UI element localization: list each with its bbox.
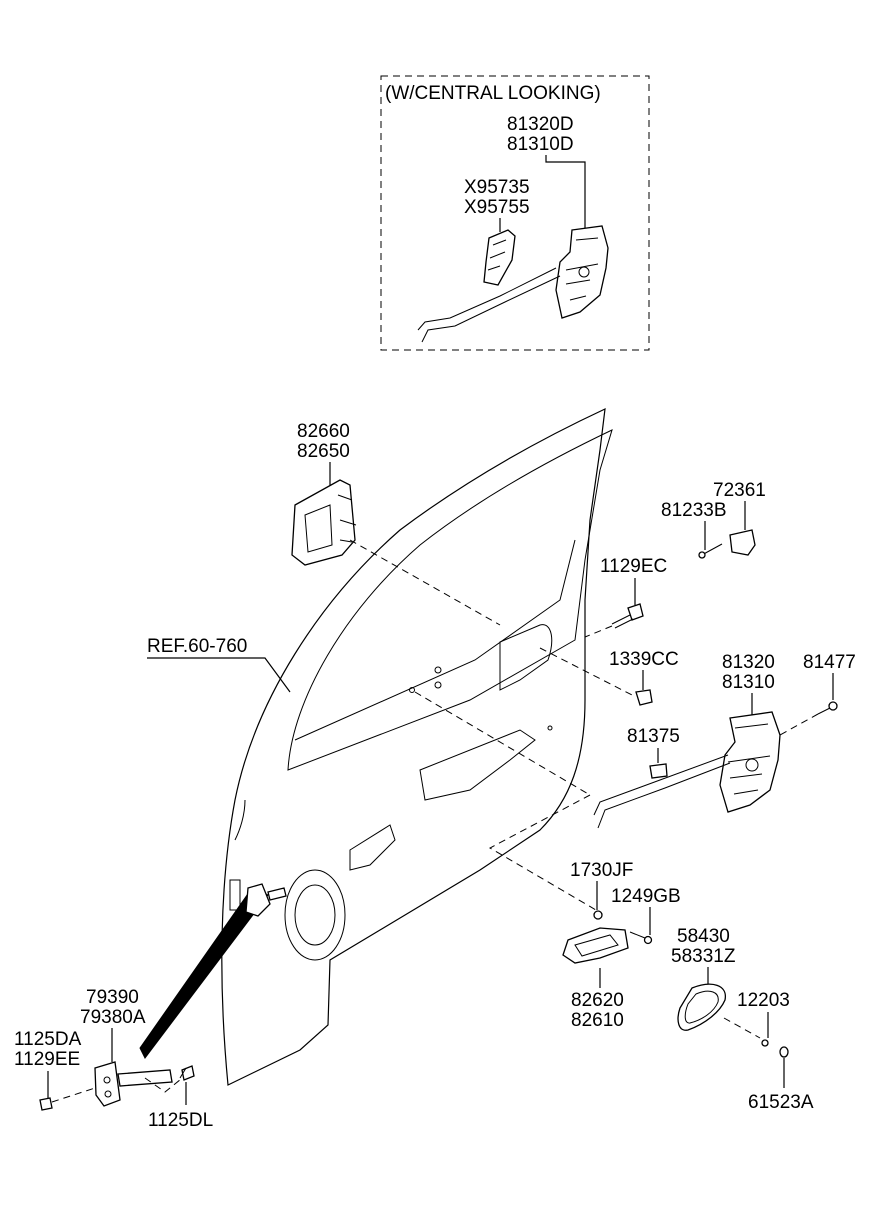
label-82610[interactable]: 82610: [571, 1010, 624, 1031]
label-81310[interactable]: 81310: [722, 672, 775, 693]
inside-handle-part: [291, 479, 357, 566]
dash-1129EC: [584, 625, 613, 638]
label-81375[interactable]: 81375: [627, 726, 680, 747]
dash-handle-1: [414, 691, 591, 796]
actuator-inset-part: [483, 229, 516, 286]
clip-81375-part: [649, 763, 668, 779]
label-1249GB[interactable]: 1249GB: [611, 886, 681, 907]
clip-1339CC-part: [635, 689, 653, 706]
outside-handle-part: [562, 927, 629, 964]
dash-82650: [349, 539, 501, 626]
latch-inset-part: [555, 225, 609, 319]
label-X95755[interactable]: X95755: [464, 197, 530, 218]
bezel-part: [677, 983, 726, 1031]
label-1339CC[interactable]: 1339CC: [609, 649, 679, 670]
label-61523A[interactable]: 61523A: [748, 1092, 814, 1113]
checker-bracket-part: [245, 883, 287, 917]
label-79380A[interactable]: 79380A: [80, 1007, 146, 1028]
rod-inset-1: [417, 267, 557, 331]
screw-81477-part: [817, 701, 838, 715]
label-12203[interactable]: 12203: [737, 990, 790, 1011]
inset-box: [380, 75, 650, 351]
dash-81477: [779, 713, 819, 736]
striker-part: [698, 529, 756, 559]
label-81477[interactable]: 81477: [803, 652, 856, 673]
label-1125DL[interactable]: 1125DL: [148, 1110, 213, 1131]
label-1129EE[interactable]: 1129EE: [14, 1049, 80, 1070]
leader-REF: [147, 657, 291, 693]
leader-81310D: [545, 155, 586, 230]
rod-inset-2: [421, 275, 561, 343]
bolt-1129EC-part: [611, 603, 644, 629]
dash-12203: [723, 1017, 761, 1039]
bolt-1125DL-part: [179, 1065, 195, 1081]
door-panel: [221, 407, 613, 1086]
label-81233B[interactable]: 81233B: [661, 500, 727, 521]
label-79390[interactable]: 79390: [86, 987, 139, 1008]
rod-1: [593, 754, 729, 816]
label-81320[interactable]: 81320: [722, 652, 775, 673]
label-1129EC[interactable]: 1129EC: [600, 556, 667, 577]
clip-1730JF-part: [593, 910, 603, 920]
label-58430[interactable]: 58430: [677, 926, 730, 947]
screw-1249GB-part: [629, 931, 653, 945]
cap-61523A-part: [779, 1046, 789, 1058]
label-82620[interactable]: 82620: [571, 990, 624, 1011]
label-1730JF[interactable]: 1730JF: [570, 860, 633, 881]
latch-part: [719, 711, 781, 813]
inset-title: (W/CENTRAL LOOKING): [385, 83, 601, 104]
label-82660[interactable]: 82660: [297, 421, 350, 442]
label-72361[interactable]: 72361: [713, 480, 766, 501]
label-REF-60-760[interactable]: REF.60-760: [147, 636, 247, 657]
rod-2: [597, 762, 731, 829]
dash-1339CC: [539, 647, 633, 696]
label-X95735[interactable]: X95735: [464, 177, 530, 198]
dash-handle-2: [488, 794, 597, 911]
checker-arm-part: [139, 887, 269, 1059]
label-81320D[interactable]: 81320D: [507, 114, 574, 135]
label-81310D[interactable]: 81310D: [507, 134, 574, 155]
checker-part: [94, 1061, 173, 1107]
label-58331Z[interactable]: 58331Z: [671, 946, 736, 967]
label-82650[interactable]: 82650: [297, 441, 350, 462]
screw-12203-part: [761, 1039, 769, 1047]
bolt-1125DA-part: [39, 1087, 96, 1111]
label-1125DA[interactable]: 1125DA: [14, 1029, 82, 1050]
dash-1125DL: [144, 1074, 187, 1093]
